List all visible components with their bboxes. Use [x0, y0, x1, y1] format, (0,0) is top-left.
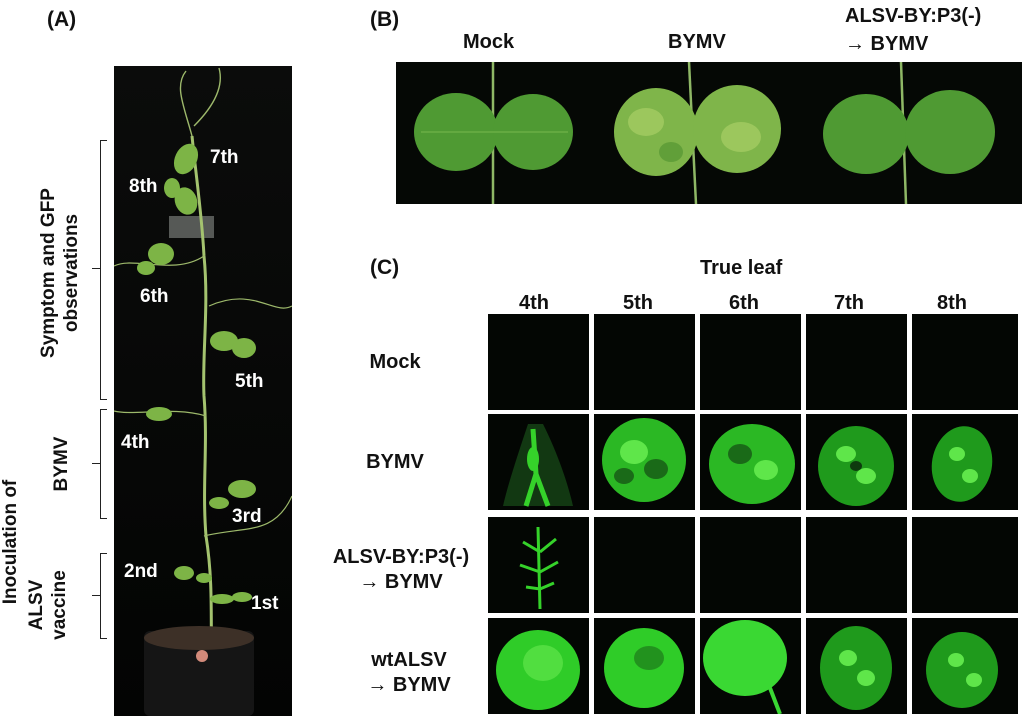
row-label-alsv-by: ALSV-BY:P3(-) → BYMV [332, 546, 470, 593]
leaf-label-7th: 7th [210, 147, 239, 168]
label-symptom: Symptom and GFP observations [38, 188, 82, 358]
leaf-label-2nd: 2nd [124, 561, 158, 582]
gfp-cell-mock-6th [700, 314, 801, 410]
gfp-cell-bymv-6th [700, 414, 801, 510]
gfp-cell-mock-5th [594, 314, 695, 410]
col-header-8th: 8th [937, 292, 967, 314]
row-label-mock: Mock [369, 351, 421, 373]
label-inoculation-wrap: Inoculation of [0, 480, 88, 605]
gfp-cell-wtalsv-4th [488, 618, 589, 714]
gfp-cell-alsv-6th [700, 517, 801, 613]
plant-photo: 7th 8th 6th 5th 4th 3rd 2nd 1st [113, 66, 293, 716]
panel-b-col-mock: Mock [463, 31, 515, 53]
gfp-cell-wtalsv-5th [594, 618, 695, 714]
col-header-6th: 6th [729, 292, 759, 314]
leaf-label-4th: 4th [121, 432, 150, 453]
gfp-cell-wtalsv-7th [806, 618, 907, 714]
gfp-cell-mock-4th [488, 314, 589, 410]
leaf-label-3rd: 3rd [232, 506, 262, 527]
gfp-cell-wtalsv-8th [912, 618, 1018, 714]
leaf-label-6th: 6th [140, 286, 169, 307]
gfp-cell-alsv-7th [806, 517, 907, 613]
leaf-comparison-photo [396, 61, 1022, 205]
bracket-symptom-tick [92, 268, 100, 269]
plant-illustration [113, 67, 293, 716]
panel-b-letter: (B) [370, 8, 400, 31]
gfp-cell-alsv-8th [912, 517, 1018, 613]
label-symptom-wrap: Symptom and GFP observations [0, 188, 170, 358]
gfp-cell-bymv-5th [594, 414, 695, 510]
gfp-cell-bymv-7th [806, 414, 907, 510]
col-header-5th: 5th [623, 292, 653, 314]
panel-b-col-alsv-line1: ALSV-BY:P3(-) [845, 5, 982, 27]
panel-b-col-alsv-line2: → BYMV [845, 33, 929, 55]
panel-b-col-bymv: BYMV [668, 31, 726, 53]
col-header-7th: 7th [834, 292, 864, 314]
gfp-cell-wtalsv-6th [700, 618, 801, 714]
panel-c-title: True leaf [700, 257, 783, 279]
label-alsv-wrap: ALSV vaccine [3, 570, 93, 640]
panel-a-letter: (A) [47, 8, 77, 31]
bracket-alsv-tick [92, 595, 100, 596]
leaf-comparison-illustration [414, 61, 995, 205]
leaf-label-1st: 1st [251, 593, 279, 614]
leaf-label-8th: 8th [129, 176, 158, 197]
row-label-bymv: BYMV [366, 451, 424, 473]
panel-c-letter: (C) [370, 256, 400, 279]
bracket-bymv [100, 409, 107, 519]
col-header-4th: 4th [519, 292, 549, 314]
bracket-symptom [100, 140, 107, 400]
gfp-cell-bymv-4th [488, 414, 589, 510]
label-alsv-vaccine: ALSV vaccine [26, 570, 70, 640]
gfp-cell-alsv-5th [594, 517, 695, 613]
bracket-alsv [100, 553, 107, 639]
row-label-wtalsv: wtALSV → BYMV [367, 649, 451, 696]
gfp-cell-mock-8th [912, 314, 1018, 410]
label-bymv: BYMV [51, 436, 72, 492]
leaf-label-5th: 5th [235, 371, 264, 392]
bracket-bymv-tick [92, 463, 100, 464]
gfp-cell-bymv-8th [912, 414, 1018, 510]
label-bymv-wrap: BYMV [24, 437, 104, 492]
gfp-cell-mock-7th [806, 314, 907, 410]
gfp-cell-alsv-4th [488, 517, 589, 613]
